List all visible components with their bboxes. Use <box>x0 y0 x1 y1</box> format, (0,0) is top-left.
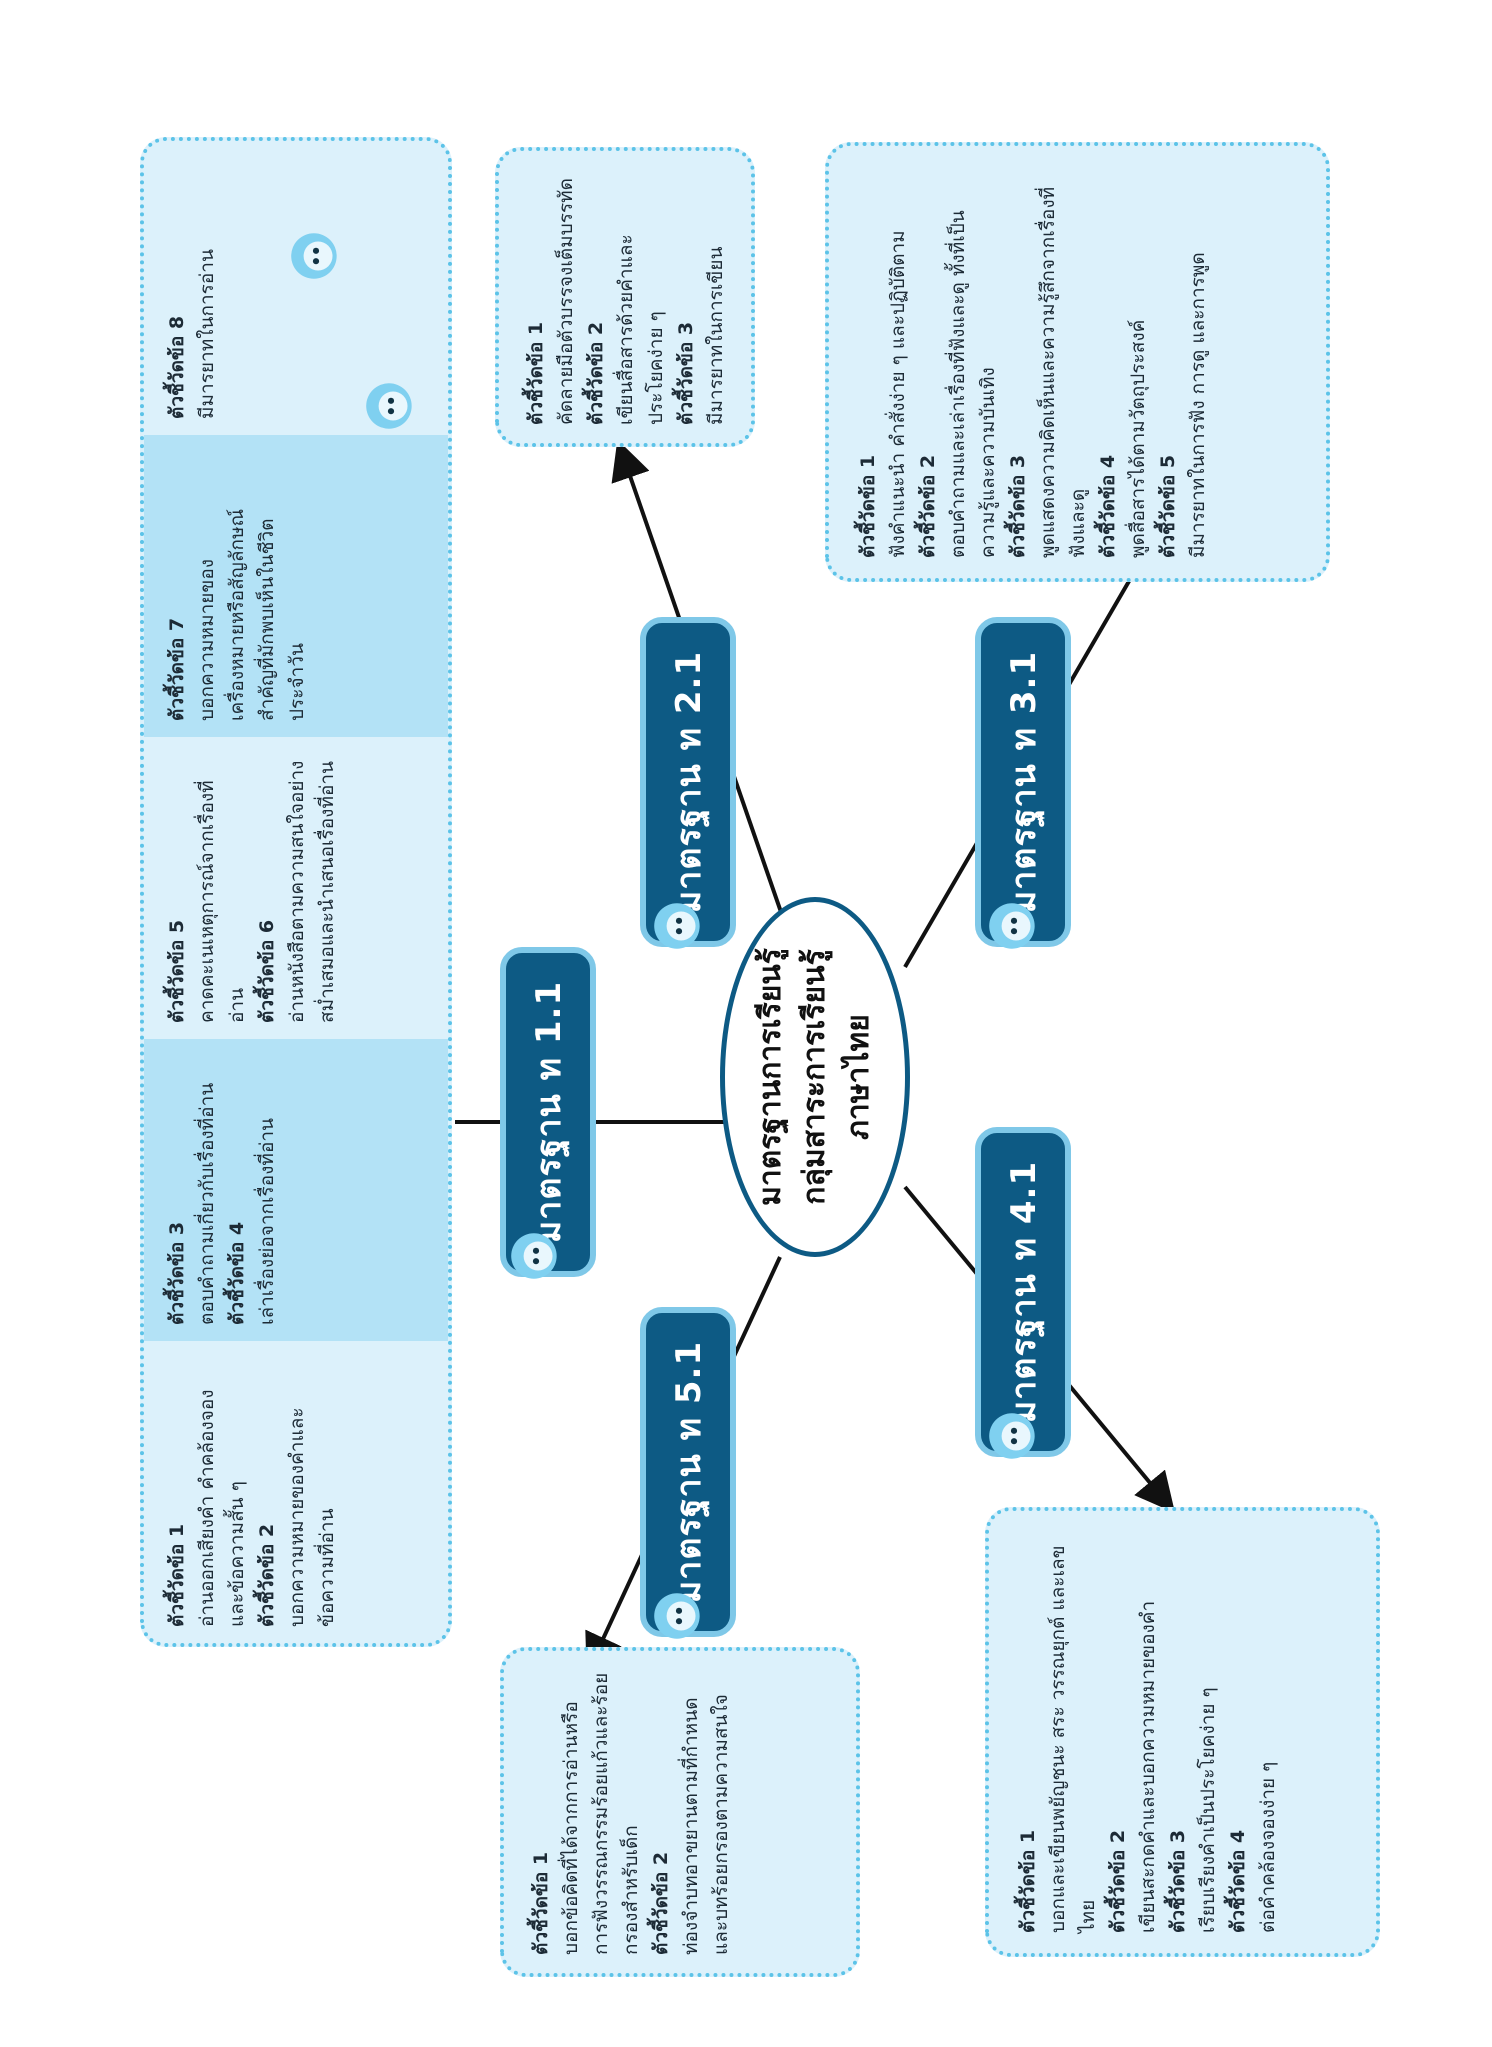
indicator-col-2: ตัวชี้วัดข้อ 3 ตอบคำถามเกี่ยวกับเรื่องที… <box>144 1039 448 1341</box>
indicator-text: อ่านออกเสียงคำ คำคล้องจอง และข้อความสั้น… <box>196 1389 248 1627</box>
indicator-text: ท่องจำบทอาขยานตามที่กำหนด และบทร้อยกรองต… <box>680 1694 732 1955</box>
indicator-box-51: ตัวชี้วัดข้อ 1 บอกข้อคิดที่ได้จากการอ่าน… <box>500 1647 860 1977</box>
child-mascot-icon <box>366 383 412 429</box>
indicator-text: มีมารยาทในการเขียน <box>705 246 727 426</box>
indicator-heading: ตัวชี้วัดข้อ 3 <box>1167 1829 1189 1933</box>
indicator-heading: ตัวชี้วัดข้อ 4 <box>226 1221 248 1325</box>
indicator-heading: ตัวชี้วัดข้อ 3 <box>1007 454 1029 558</box>
indicator-heading: ตัวชี้วัดข้อ 2 <box>1107 1829 1129 1933</box>
indicator-col-3: ตัวชี้วัดข้อ 5 คาดคะเนเหตุการณ์จากเรื่อง… <box>144 737 448 1039</box>
center-line-3: ภาษาไทย <box>841 1014 876 1140</box>
indicator-text: ต่อคำคล้องจองง่าย ๆ <box>1257 1761 1279 1933</box>
child-mascot-icon <box>989 1413 1035 1459</box>
indicator-text: อ่านหนังสือตามความสนใจอย่างสม่ำเสมอและนำ… <box>286 760 338 1023</box>
indicator-text: ตอบคำถามเกี่ยวกับเรื่องที่อ่าน <box>196 1082 218 1325</box>
indicator-heading: ตัวชี้วัดข้อ 3 <box>675 321 697 425</box>
indicator-text: คาดคะเนเหตุการณ์จากเรื่องที่อ่าน <box>196 780 248 1023</box>
indicator-box-41: ตัวชี้วัดข้อ 1 บอกและเขียนพยัญชนะ สระ วร… <box>985 1507 1380 1957</box>
center-line-1: มาตรฐานการเรียนรู้ <box>753 948 788 1206</box>
indicator-heading: ตัวชี้วัดข้อ 2 <box>585 321 607 425</box>
standard-label: มาตรฐาน ท 1.1 <box>529 980 569 1244</box>
indicator-text: พูดสื่อสารได้ตามวัตถุประสงค์ <box>1127 319 1149 558</box>
indicator-heading: ตัวชี้วัดข้อ 4 <box>1227 1829 1249 1933</box>
indicator-text: คัดลายมือตัวบรรจงเต็มบรรทัด <box>555 177 577 425</box>
indicator-heading: ตัวชี้วัดข้อ 1 <box>525 321 547 425</box>
indicator-text: เขียนสะกดคำและบอกความหมายของคำ <box>1137 1600 1159 1933</box>
center-topic: มาตรฐานการเรียนรู้ กลุ่มสาระการเรียนรู้ … <box>720 897 910 1257</box>
indicator-heading: ตัวชี้วัดข้อ 1 <box>857 454 879 558</box>
indicator-heading: ตัวชี้วัดข้อ 2 <box>917 454 939 558</box>
indicator-heading: ตัวชี้วัดข้อ 1 <box>166 1523 188 1627</box>
indicator-heading: ตัวชี้วัดข้อ 6 <box>256 919 278 1023</box>
indicator-heading: ตัวชี้วัดข้อ 4 <box>1097 454 1119 558</box>
child-mascot-icon <box>291 233 337 279</box>
indicator-heading: ตัวชี้วัดข้อ 1 <box>530 1851 552 1955</box>
indicator-text: บอกข้อคิดที่ได้จากการอ่านหรือการฟังวรรณก… <box>560 1672 642 1955</box>
indicator-box-11: ตัวชี้วัดข้อ 1 อ่านออกเสียงคำ คำคล้องจอง… <box>140 137 452 1647</box>
indicator-text: บอกความหมายของคำและข้อความที่อ่าน <box>286 1407 338 1627</box>
indicator-text: พูดแสดงความคิดเห็นและความรู้สึกจากเรื่อง… <box>1037 186 1089 558</box>
indicator-text: เขียนสื่อสารด้วยคำและประโยคง่าย ๆ <box>615 234 667 425</box>
child-mascot-icon <box>511 1233 557 1279</box>
indicator-text: ตอบคำถามและเล่าเรื่องที่ฟังและดู ทั้งที่… <box>947 210 999 558</box>
indicator-text: มีมารยาทในการอ่าน <box>196 249 218 419</box>
indicator-text: ฟังคำแนะนำ คำสั่งง่าย ๆ และปฏิบัติตาม <box>887 230 909 558</box>
child-mascot-icon <box>654 1593 700 1639</box>
indicator-heading: ตัวชี้วัดข้อ 7 <box>166 617 188 721</box>
standard-label: มาตรฐาน ท 5.1 <box>669 1340 709 1604</box>
indicator-heading: ตัวชี้วัดข้อ 1 <box>1017 1829 1039 1933</box>
center-line-2: กลุ่มสาระการเรียนรู้ <box>797 949 832 1205</box>
indicator-heading: ตัวชี้วัดข้อ 5 <box>1157 454 1179 558</box>
indicator-heading: ตัวชี้วัดข้อ 2 <box>650 1851 672 1955</box>
child-mascot-icon <box>989 903 1035 949</box>
indicator-col-4: ตัวชี้วัดข้อ 7 บอกความหมายของเครื่องหมาย… <box>144 435 448 737</box>
indicator-text: เล่าเรื่องย่อจากเรื่องที่อ่าน <box>256 1117 278 1325</box>
indicator-heading: ตัวชี้วัดข้อ 8 <box>166 315 188 419</box>
standard-label: มาตรฐาน ท 3.1 <box>1004 650 1044 914</box>
indicator-box-21: ตัวชี้วัดข้อ 1 คัดลายมือตัวบรรจงเต็มบรรท… <box>495 147 755 447</box>
standard-label: มาตรฐาน ท 4.1 <box>1004 1160 1044 1424</box>
indicator-text: มีมารยาทในการฟัง การดู และการพูด <box>1187 252 1209 558</box>
indicator-heading: ตัวชี้วัดข้อ 2 <box>256 1523 278 1627</box>
indicator-text: เรียบเรียงคำเป็นประโยคง่าย ๆ <box>1197 1687 1219 1933</box>
standard-label: มาตรฐาน ท 2.1 <box>669 650 709 914</box>
indicator-col-1: ตัวชี้วัดข้อ 1 อ่านออกเสียงคำ คำคล้องจอง… <box>144 1341 448 1643</box>
indicator-heading: ตัวชี้วัดข้อ 3 <box>166 1221 188 1325</box>
indicator-heading: ตัวชี้วัดข้อ 5 <box>166 919 188 1023</box>
indicator-text: บอกและเขียนพยัญชนะ สระ วรรณยุกต์ และเลขไ… <box>1047 1545 1099 1933</box>
child-mascot-icon <box>654 903 700 949</box>
indicator-text: บอกความหมายของเครื่องหมายหรือสัญลักษณ์สำ… <box>196 508 308 721</box>
indicator-box-31: ตัวชี้วัดข้อ 1 ฟังคำแนะนำ คำสั่งง่าย ๆ แ… <box>825 142 1330 582</box>
